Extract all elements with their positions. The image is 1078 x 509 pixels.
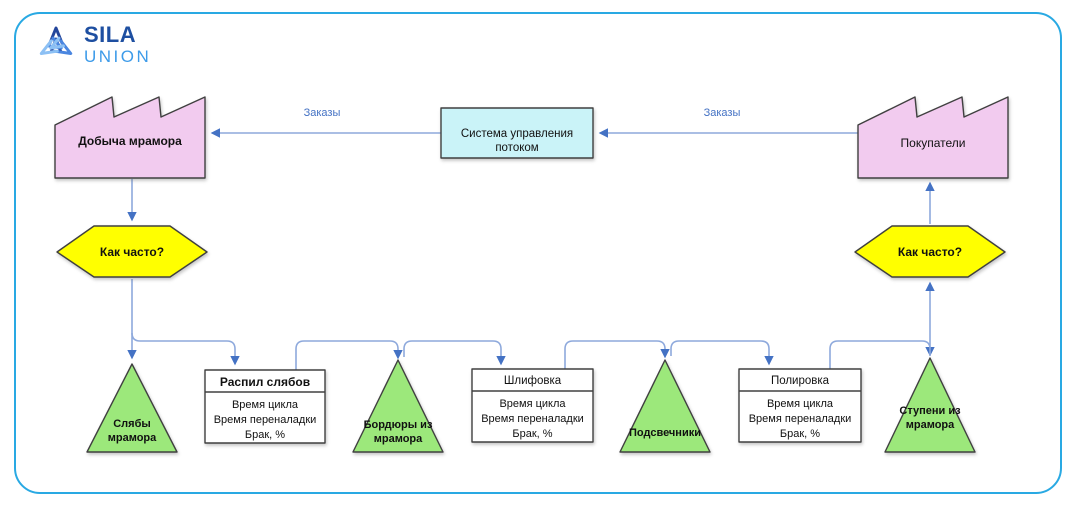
connector-inventory-2-to-process-2[interactable]	[403, 340, 506, 366]
connector-to-process-1[interactable]	[131, 332, 240, 366]
control-box-label: Система управления потоком	[460, 128, 574, 154]
process-3-metrics: Время цикла Время переналадки Брак, %	[739, 397, 861, 442]
question-left-label: Как часто?	[99, 245, 165, 259]
process-3-metric-changeover: Время переналадки	[748, 413, 852, 425]
factory-right-label: Покупатели	[900, 136, 966, 150]
process-2-metrics: Время цикла Время переналадки Брак, %	[472, 397, 593, 442]
connector-process-2-to-inventory-3[interactable]	[564, 340, 670, 369]
inventory-3-shape[interactable]	[619, 359, 711, 453]
process-2-title: Шлифовка	[503, 375, 562, 387]
connector-inventory-3-to-process-3[interactable]	[670, 340, 774, 366]
canvas-frame	[14, 12, 1062, 494]
control-box-shape[interactable]	[440, 107, 594, 159]
process-1-title: Распил слябов	[219, 375, 311, 389]
factory-left-label: Добыча мрамора	[78, 134, 182, 148]
process-1-shape[interactable]	[204, 369, 326, 444]
process-2-shape[interactable]	[471, 368, 594, 443]
brand-logo-icon	[39, 26, 73, 55]
question-right-label: Как часто?	[897, 245, 963, 259]
brand-name-secondary: UNION	[84, 46, 152, 66]
process-3-metric-scrap: Брак, %	[779, 428, 821, 440]
inventory-1-shape[interactable]	[86, 363, 178, 453]
process-2-metric-cycle: Время цикла	[499, 398, 566, 410]
process-2-metric-scrap: Брак, %	[512, 428, 553, 440]
orders-right-label: Заказы	[703, 107, 741, 119]
connector-process-3-to-inventory-4[interactable]	[829, 340, 935, 369]
process-1-metric-changeover: Время переналадки	[213, 414, 317, 426]
factory-right-shape[interactable]	[857, 96, 1009, 179]
process-2-box[interactable]	[471, 368, 594, 443]
process-1-metric-cycle: Время цикла	[231, 399, 299, 411]
process-2-metric-changeover: Время переналадки	[481, 413, 584, 425]
process-3-title: Полировка	[770, 375, 830, 387]
factory-left-shape[interactable]	[54, 96, 206, 179]
inventory-3-label: Подсвечники	[629, 427, 701, 439]
inventory-1-label: Слябы мрамора	[107, 418, 157, 444]
process-3-box[interactable]	[738, 368, 862, 443]
inventory-2-label: Бордюры из мрамора	[363, 419, 433, 445]
inventory-4-shape[interactable]	[884, 357, 976, 453]
brand-wordmark: SILA UNION	[84, 21, 152, 66]
connector-process-1-to-inventory-2[interactable]	[295, 340, 403, 370]
question-right-shape[interactable]	[854, 225, 1006, 278]
brand-name: SILA	[84, 21, 137, 47]
question-left-shape[interactable]	[56, 225, 208, 278]
brand-logo: SILA UNION	[34, 22, 151, 66]
process-1-box[interactable]	[204, 369, 326, 444]
process-3-metric-cycle: Время цикла	[766, 398, 834, 410]
process-1-metrics: Время цикла Время переналадки Брак, %	[205, 398, 325, 443]
inventory-2-shape[interactable]	[352, 359, 444, 453]
inventory-4-label: Ступени из мрамора	[899, 405, 961, 431]
process-3-shape[interactable]	[738, 368, 862, 443]
orders-left-label: Заказы	[303, 107, 341, 119]
process-1-metric-scrap: Брак, %	[244, 429, 286, 441]
